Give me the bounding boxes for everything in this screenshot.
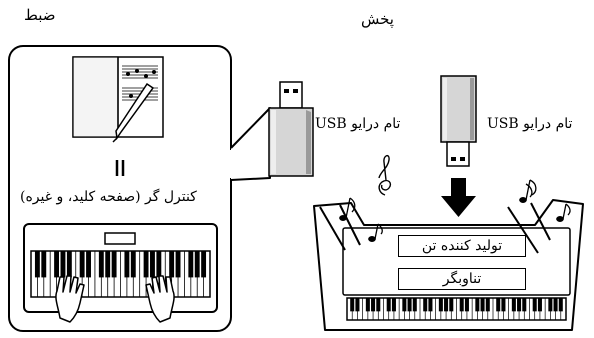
treble-clef-icon: [378, 155, 392, 196]
usb-drive-label-left: تام درایو USB: [315, 116, 401, 132]
black-key: [169, 250, 175, 278]
black-key: [130, 250, 136, 278]
black-key: [41, 250, 47, 278]
record-caption: ضبط: [24, 6, 56, 24]
black-key: [66, 250, 72, 278]
black-key: [553, 297, 558, 312]
sequencer-label: تولید کننده تن: [398, 235, 526, 257]
black-key: [464, 297, 469, 312]
keyboard-icon: [23, 223, 218, 313]
usb-drive-label-right: تام درایو USB: [487, 116, 573, 132]
black-key: [188, 250, 194, 278]
piano-icon: [313, 199, 584, 331]
black-key: [423, 297, 428, 312]
black-key: [438, 297, 443, 312]
black-key: [480, 297, 485, 312]
black-key: [537, 297, 542, 312]
black-key: [522, 297, 527, 312]
black-key: [355, 297, 360, 312]
usb-drive-icon: [440, 75, 477, 167]
black-key: [150, 250, 155, 278]
black-key: [60, 250, 66, 278]
black-key: [376, 297, 381, 312]
black-key: [475, 297, 480, 312]
black-key: [532, 297, 537, 312]
black-key: [156, 250, 162, 278]
black-key: [143, 250, 149, 278]
black-key: [111, 250, 117, 278]
black-key: [391, 297, 396, 312]
black-key: [501, 297, 506, 312]
hands-icon: [55, 275, 175, 323]
arrow-down-icon: [441, 178, 476, 217]
black-key: [428, 297, 433, 312]
black-key: [517, 297, 522, 312]
black-key: [511, 297, 516, 312]
playback-caption: پخش: [361, 10, 394, 28]
black-key: [175, 250, 181, 278]
black-key: [407, 297, 412, 312]
black-key: [350, 297, 355, 312]
black-key: [98, 250, 104, 278]
black-key: [86, 250, 91, 278]
black-key: [558, 297, 563, 312]
black-key: [402, 297, 407, 312]
black-key: [459, 297, 464, 312]
usb-drive-icon: [268, 81, 314, 177]
black-key: [449, 297, 454, 312]
black-key: [548, 297, 553, 312]
black-key: [34, 250, 40, 278]
black-key: [412, 297, 417, 312]
black-key: [496, 297, 501, 312]
black-key: [371, 297, 376, 312]
controller-label: کنترل گر (صفحه کلید، و غیره): [20, 189, 197, 205]
black-key: [194, 250, 200, 278]
player-label: تناوبگر: [398, 268, 526, 290]
black-key: [79, 250, 85, 278]
score-pen-icon: [72, 56, 164, 143]
black-key: [124, 250, 130, 278]
bubble-tail: [230, 107, 271, 181]
black-key: [201, 250, 207, 278]
music-note-icon: [339, 179, 571, 242]
black-key: [444, 297, 449, 312]
black-key: [485, 297, 490, 312]
black-key: [54, 250, 60, 278]
black-key: [386, 297, 391, 312]
black-key: [365, 297, 370, 312]
black-key: [105, 250, 111, 278]
